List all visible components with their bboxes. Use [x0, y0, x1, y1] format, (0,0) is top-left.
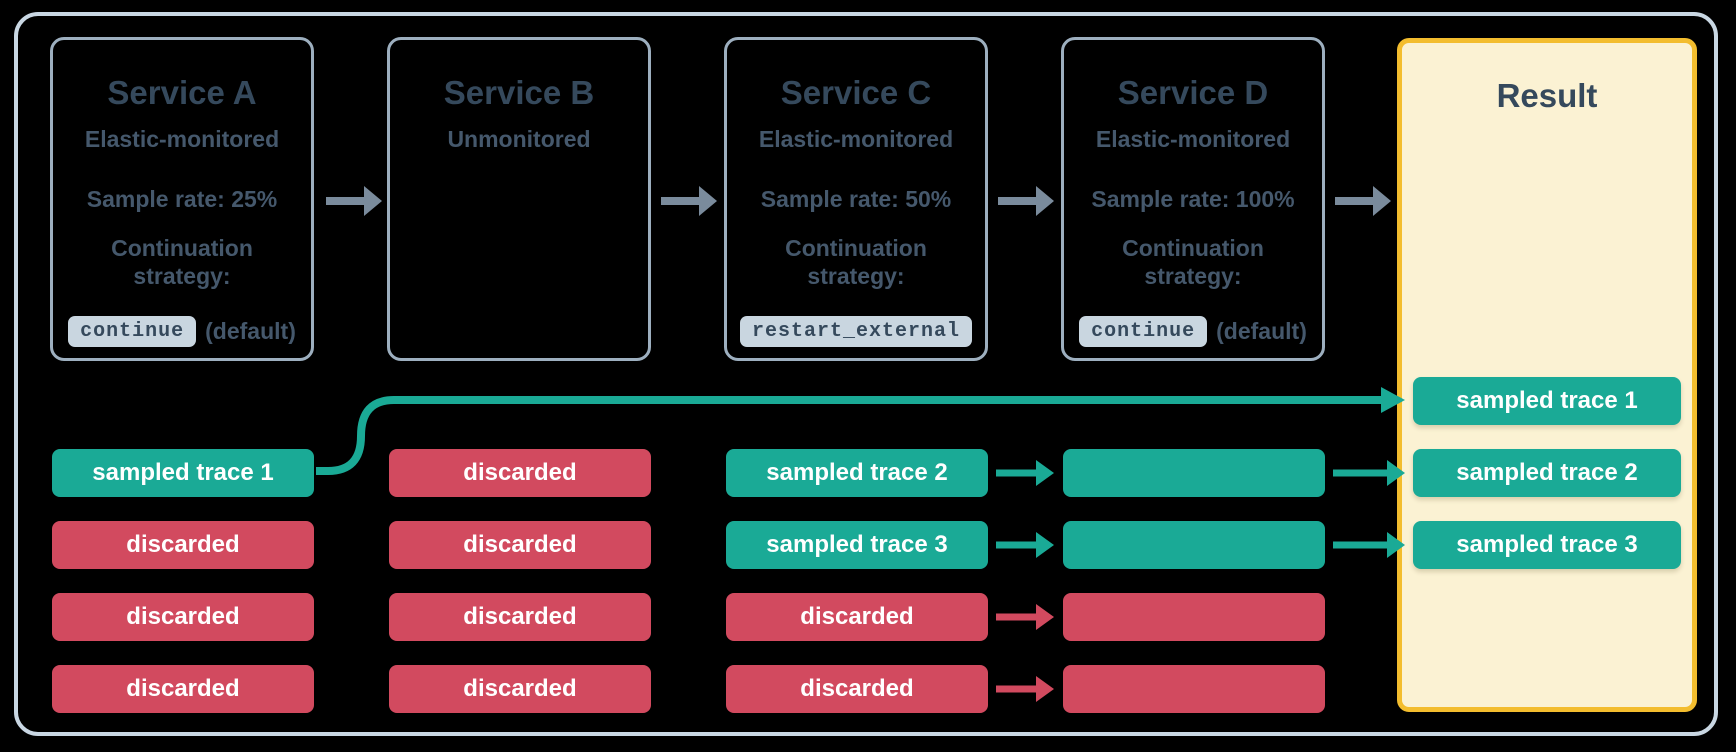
service-c-monitoring: Elastic-monitored [758, 126, 954, 152]
service-d-strategy-default-note: (default) [1216, 317, 1307, 344]
service-d-strategy-row: continue (default) [1064, 314, 1322, 348]
trace-pill-d2-sampled [1063, 521, 1325, 569]
service-c-strategy-row: restart_external [727, 314, 985, 348]
trace-pill-c3-discarded: discarded [726, 593, 988, 641]
result-title: Result [1496, 77, 1598, 114]
trace-pill-c2-sampled: sampled trace 3 [726, 521, 988, 569]
service-c-sample-rate: Sample rate: 50% [760, 186, 952, 212]
service-c-strategy-code-pill: restart_external [739, 315, 973, 347]
trace-pill-a2-discarded: discarded [52, 521, 314, 569]
result-pill-sampled-trace-3: sampled trace 3 [1413, 521, 1681, 569]
service-a-continuation-label: Continuation strategy: [111, 235, 253, 289]
service-b-title: Service B [443, 74, 595, 111]
service-c-continuation-label: Continuation strategy: [785, 235, 927, 289]
service-a-strategy-code-pill: continue [68, 315, 197, 347]
service-card-c: Service C Elastic-monitored Sample rate:… [724, 37, 988, 361]
service-a-sample-rate: Sample rate: 25% [86, 186, 278, 212]
trace-pill-c4-discarded: discarded [726, 665, 988, 713]
trace-pill-b3-discarded: discarded [389, 593, 651, 641]
service-c-title: Service C [780, 74, 932, 111]
trace-pill-d3-discarded [1063, 593, 1325, 641]
result-card: Result [1397, 38, 1697, 712]
trace-pill-b2-discarded: discarded [389, 521, 651, 569]
service-d-title: Service D [1117, 74, 1269, 111]
result-pill-sampled-trace-2: sampled trace 2 [1413, 449, 1681, 497]
service-a-title: Service A [107, 74, 257, 111]
service-card-b: Service B Unmonitored [387, 37, 651, 361]
service-a-strategy-row: continue (default) [53, 314, 311, 348]
trace-pill-b1-discarded: discarded [389, 449, 651, 497]
service-d-continuation-label: Continuation strategy: [1122, 235, 1264, 289]
diagram-outer-frame [14, 12, 1718, 736]
service-d-sample-rate: Sample rate: 100% [1091, 186, 1295, 212]
service-d-strategy-code-pill: continue [1079, 315, 1208, 347]
service-d-monitoring: Elastic-monitored [1095, 126, 1291, 152]
service-b-monitoring: Unmonitored [447, 126, 591, 152]
trace-pill-a1-sampled: sampled trace 1 [52, 449, 314, 497]
trace-pill-a3-discarded: discarded [52, 593, 314, 641]
service-a-monitoring: Elastic-monitored [84, 126, 280, 152]
trace-pill-c1-sampled: sampled trace 2 [726, 449, 988, 497]
service-card-a: Service A Elastic-monitored Sample rate:… [50, 37, 314, 361]
trace-pill-d4-discarded [1063, 665, 1325, 713]
trace-pill-d1-sampled [1063, 449, 1325, 497]
service-a-strategy-default-note: (default) [205, 317, 296, 344]
result-pill-sampled-trace-1: sampled trace 1 [1413, 377, 1681, 425]
trace-pill-a4-discarded: discarded [52, 665, 314, 713]
trace-pill-b4-discarded: discarded [389, 665, 651, 713]
service-card-d: Service D Elastic-monitored Sample rate:… [1061, 37, 1325, 361]
